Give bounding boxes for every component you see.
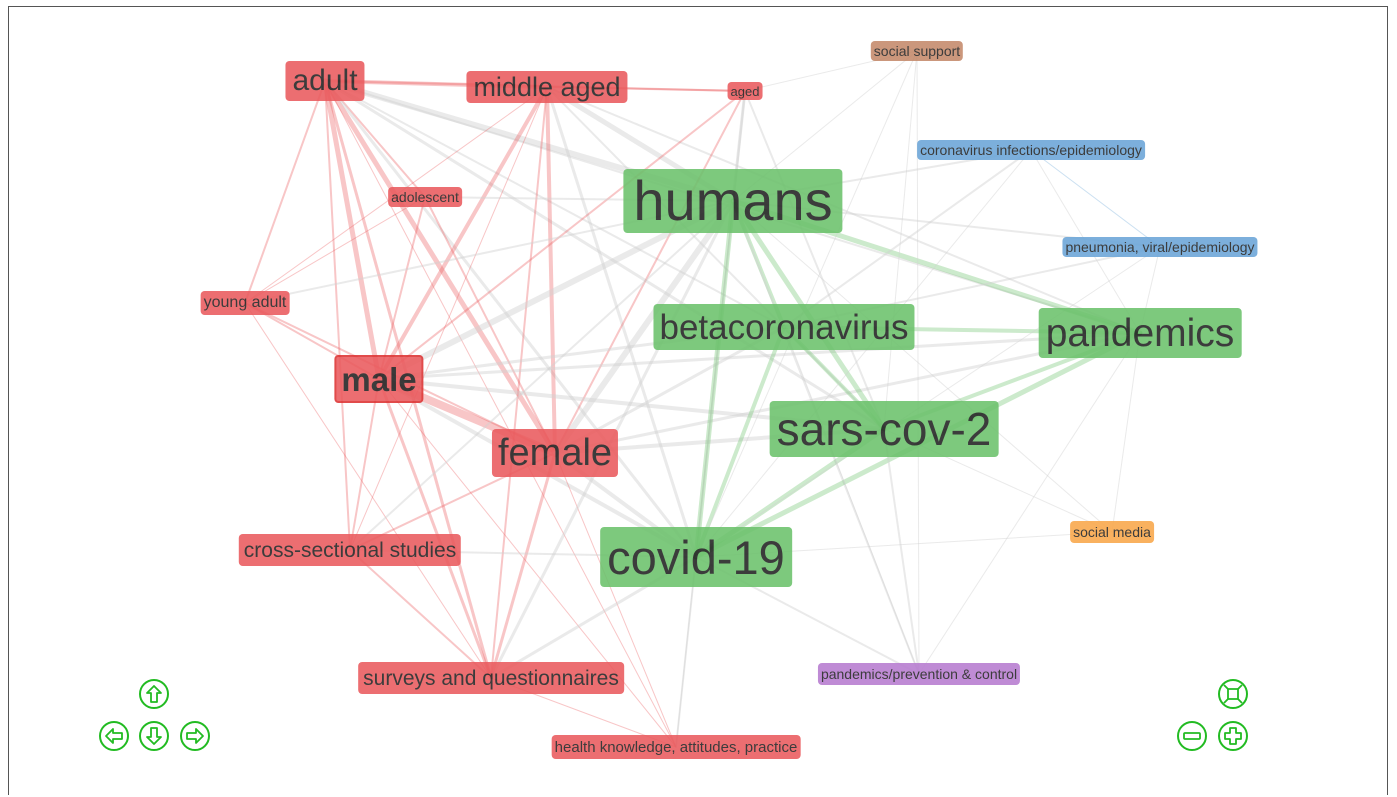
- edge-adult-male: [322, 78, 382, 382]
- node-surveys-and-questionnaires[interactable]: surveys and questionnaires: [358, 662, 624, 694]
- node-adolescent[interactable]: adolescent: [388, 187, 462, 207]
- up-arrow-icon: [139, 679, 169, 709]
- edge-cross-sectional-studies-humans: [349, 200, 734, 551]
- edge-aged-female: [554, 90, 746, 454]
- edge-middle-aged-male: [377, 85, 549, 381]
- edge-aged-male: [378, 90, 746, 380]
- edge-middle-aged-covid-19: [545, 85, 698, 559]
- edge-male-pandemics: [377, 331, 1142, 381]
- pan-up-button[interactable]: [138, 678, 170, 710]
- edge-male-surveys-and-questionnaires: [377, 377, 493, 680]
- node-pandemics[interactable]: pandemics: [1038, 308, 1242, 358]
- pan-down-button[interactable]: [138, 720, 170, 752]
- edge-adolescent-female: [424, 196, 556, 454]
- node-humans[interactable]: humans: [623, 169, 843, 233]
- edge-middle-aged-surveys-and-questionnaires: [490, 86, 548, 679]
- edge-health-knowledge-humans: [675, 200, 734, 748]
- fit-button[interactable]: [1217, 678, 1249, 710]
- node-middle-aged[interactable]: middle aged: [466, 71, 628, 103]
- network-edges: [244, 50, 1161, 748]
- edge-pandemics-prevention-betacoronavirus: [783, 326, 920, 675]
- node-adult[interactable]: adult: [285, 61, 365, 101]
- edge-adult-health-knowledge: [324, 80, 677, 748]
- edge-adult-covid-19: [323, 79, 698, 559]
- edge-coronavirus-infections-pneumonia-viral: [1030, 149, 1161, 248]
- pan-right-button[interactable]: [179, 720, 211, 752]
- node-male[interactable]: male: [334, 355, 424, 403]
- left-arrow-icon: [99, 721, 129, 751]
- node-pneumonia-viral[interactable]: pneumonia, viral/epidemiology: [1062, 237, 1258, 257]
- node-sars-cov-2[interactable]: sars-cov-2: [769, 401, 999, 457]
- edge-female-humans: [552, 198, 736, 456]
- edge-adult-sars-cov-2: [323, 79, 886, 431]
- node-covid-19[interactable]: covid-19: [600, 527, 792, 587]
- edge-male-health-knowledge: [378, 378, 677, 748]
- network-canvas[interactable]: adult middle aged aged adolescent young adul…: [8, 6, 1388, 795]
- node-female[interactable]: female: [491, 429, 619, 477]
- edge-sars-cov-2-pandemics-prevention: [883, 428, 920, 675]
- edge-betacoronavirus-covid-19: [694, 325, 786, 559]
- edge-female-surveys-and-questionnaires: [489, 451, 557, 680]
- edge-female-health-knowledge: [554, 452, 677, 748]
- edge-social-support-sars-cov-2: [883, 50, 918, 430]
- edge-middle-aged-sars-cov-2: [546, 86, 885, 430]
- edge-cross-sectional-studies-surveys-and-questionnaires: [349, 549, 492, 679]
- edge-adult-female: [322, 78, 558, 456]
- edge-adult-young-adult: [244, 80, 326, 304]
- zoom-out-button[interactable]: [1176, 720, 1208, 752]
- edge-humans-covid-19: [693, 198, 736, 560]
- edge-adolescent-young-adult: [244, 196, 426, 304]
- node-social-support[interactable]: social support: [870, 41, 964, 61]
- edge-aged-sars-cov-2: [744, 90, 885, 430]
- node-betacoronavirus[interactable]: betacoronavirus: [653, 304, 915, 350]
- edge-social-media-pandemics: [1111, 332, 1141, 533]
- node-social-media[interactable]: social media: [1070, 521, 1154, 543]
- zoom-in-button[interactable]: [1217, 720, 1249, 752]
- edge-adolescent-male: [378, 196, 426, 380]
- edge-middle-aged-cross-sectional-studies: [349, 86, 548, 551]
- edge-health-knowledge-covid-19: [675, 556, 697, 748]
- edge-betacoronavirus-coronavirus-infections: [783, 149, 1032, 328]
- node-aged[interactable]: aged: [727, 82, 763, 100]
- node-cross-sectional-studies[interactable]: cross-sectional studies: [238, 534, 462, 566]
- fit-view-icon: [1218, 679, 1248, 709]
- edge-middle-aged-female: [545, 85, 557, 455]
- edge-pandemics-prevention-pandemics: [918, 332, 1141, 675]
- edge-humans-social-media: [732, 200, 1113, 533]
- pan-left-button[interactable]: [98, 720, 130, 752]
- right-arrow-icon: [180, 721, 210, 751]
- edge-adult-cross-sectional-studies: [324, 80, 351, 551]
- zoom-in-icon: [1218, 721, 1248, 751]
- edge-middle-aged-pandemics: [546, 86, 1141, 334]
- zoom-out-icon: [1177, 721, 1207, 751]
- down-arrow-icon: [139, 721, 169, 751]
- node-coronavirus-infections[interactable]: coronavirus infections/epidemiology: [917, 140, 1145, 160]
- edge-adult-betacoronavirus: [324, 80, 785, 328]
- node-young-adult[interactable]: young adult: [200, 291, 290, 315]
- edge-male-cross-sectional-studies: [349, 378, 380, 551]
- node-pandemics-prevention[interactable]: pandemics/prevention & control: [817, 663, 1021, 685]
- edge-coronavirus-infections-covid-19: [695, 149, 1032, 558]
- edge-young-adult-surveys-and-questionnaires: [244, 302, 492, 679]
- node-health-knowledge[interactable]: health knowledge, attitudes, practice: [551, 735, 801, 759]
